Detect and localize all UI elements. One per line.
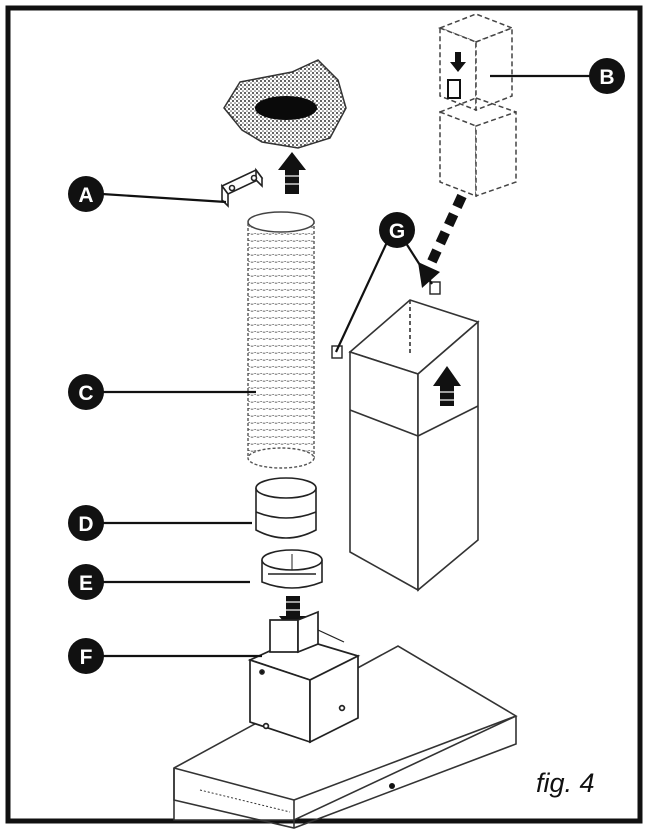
leader-lines bbox=[101, 74, 592, 658]
up-arrow-icon bbox=[278, 152, 306, 194]
flexible-duct-c bbox=[247, 211, 315, 469]
svg-text:D: D bbox=[78, 513, 93, 536]
callout-e: E bbox=[68, 564, 104, 600]
svg-text:C: C bbox=[78, 382, 93, 405]
svg-text:A: A bbox=[78, 184, 93, 207]
page-frame bbox=[5, 5, 643, 824]
svg-text:F: F bbox=[80, 646, 93, 669]
callout-c: C bbox=[68, 374, 104, 410]
adapter-ring-d bbox=[255, 477, 317, 539]
callout-f: F bbox=[68, 638, 104, 674]
callout-g: G bbox=[379, 212, 415, 248]
hood-canopy bbox=[173, 645, 518, 829]
callout-a: A bbox=[68, 176, 104, 212]
callout-d: D bbox=[68, 505, 104, 541]
motor-housing-f bbox=[247, 610, 361, 744]
ceiling-opening bbox=[223, 59, 347, 149]
chimney-arrow-icon bbox=[447, 52, 466, 99]
callout-b: B bbox=[589, 58, 625, 94]
valve-e bbox=[261, 549, 323, 589]
svg-text:G: G bbox=[389, 220, 405, 243]
svg-text:E: E bbox=[79, 572, 93, 595]
insertion-arrow-icon bbox=[418, 193, 467, 288]
svg-text:B: B bbox=[599, 66, 614, 89]
bracket-a bbox=[220, 167, 264, 208]
figure-caption: fig. 4 bbox=[536, 768, 595, 798]
chimney-up-arrow-icon bbox=[433, 366, 461, 406]
lower-chimney bbox=[348, 299, 480, 592]
upper-chimney-b bbox=[437, 13, 517, 198]
